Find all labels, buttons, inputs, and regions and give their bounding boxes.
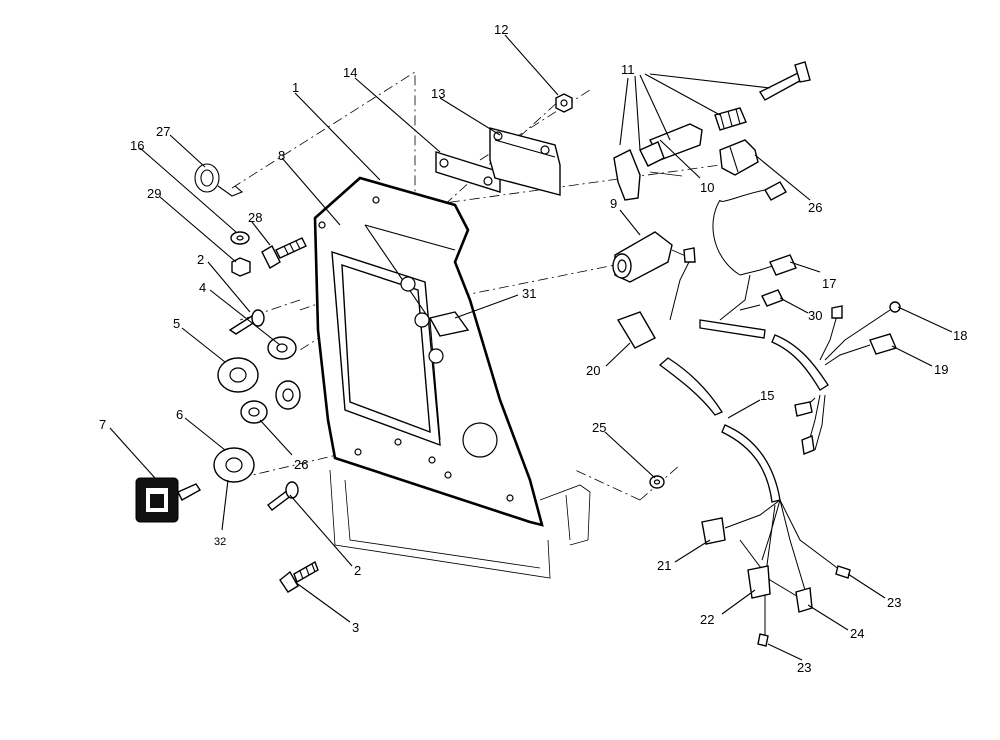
callout-12: 12 (494, 22, 508, 37)
callout-20: 20 (586, 363, 600, 378)
washer-25 (649, 475, 665, 489)
bracket-plate-13 (489, 127, 561, 196)
bolt-3 (279, 560, 319, 593)
callout-2: 2 (197, 252, 204, 267)
washer-16 (230, 231, 250, 245)
callout-30: 30 (808, 308, 822, 323)
console-outline (329, 469, 591, 579)
callout-27: 27 (156, 124, 170, 139)
callout-23: 23 (887, 595, 901, 610)
key-switch (612, 231, 691, 283)
nut-6 (213, 447, 255, 483)
callout-17: 17 (822, 276, 836, 291)
bolt-28 (261, 237, 307, 269)
callout-14: 14 (343, 65, 357, 80)
nut-5 (217, 357, 259, 393)
callout-5: 5 (173, 316, 180, 331)
callout-26: 26 (294, 457, 308, 472)
callout-29: 29 (147, 186, 161, 201)
lock-washer (275, 380, 301, 410)
callout-3: 3 (352, 620, 359, 635)
callout-24: 24 (850, 626, 864, 641)
nut-26-lower (240, 400, 268, 424)
wiring-harness (616, 181, 901, 647)
callout-31: 31 (522, 286, 536, 301)
key-7 (135, 477, 202, 523)
callout-4: 4 (199, 280, 206, 295)
spring-27 (194, 163, 244, 197)
callout-16: 16 (130, 138, 144, 153)
callout-28: 28 (248, 210, 262, 225)
callout-6: 6 (176, 407, 183, 422)
callout-26: 26 (808, 200, 822, 215)
switch-assembly (613, 61, 811, 201)
callout-15: 15 (760, 388, 774, 403)
callout-8: 8 (278, 148, 285, 163)
callout-18: 18 (953, 328, 967, 343)
pin-2-lower (267, 481, 299, 511)
nut-29 (231, 257, 251, 277)
callout-13: 13 (431, 86, 445, 101)
callout-21: 21 (657, 558, 671, 573)
callout-9: 9 (610, 196, 617, 211)
pin-2-upper (228, 309, 265, 335)
callout-32: 32 (214, 536, 226, 548)
callout-19: 19 (934, 362, 948, 377)
nut-12 (555, 93, 573, 113)
callout-10: 10 (700, 180, 714, 195)
callout-25: 25 (592, 420, 606, 435)
callout-labels: 1 2 2 3 4 5 6 7 8 9 10 11 12 13 14 15 16… (99, 22, 967, 675)
callout-7: 7 (99, 417, 106, 432)
callout-1: 1 (292, 80, 299, 95)
callout-22: 22 (700, 612, 714, 627)
washer-4 (267, 336, 297, 360)
mounting-panel (313, 176, 544, 527)
callout-23: 23 (797, 660, 811, 675)
bracket-plate-14 (435, 151, 501, 193)
callout-2: 2 (354, 563, 361, 578)
decal (428, 311, 470, 337)
callout-11: 11 (621, 62, 635, 77)
leader-lines (109, 34, 953, 661)
